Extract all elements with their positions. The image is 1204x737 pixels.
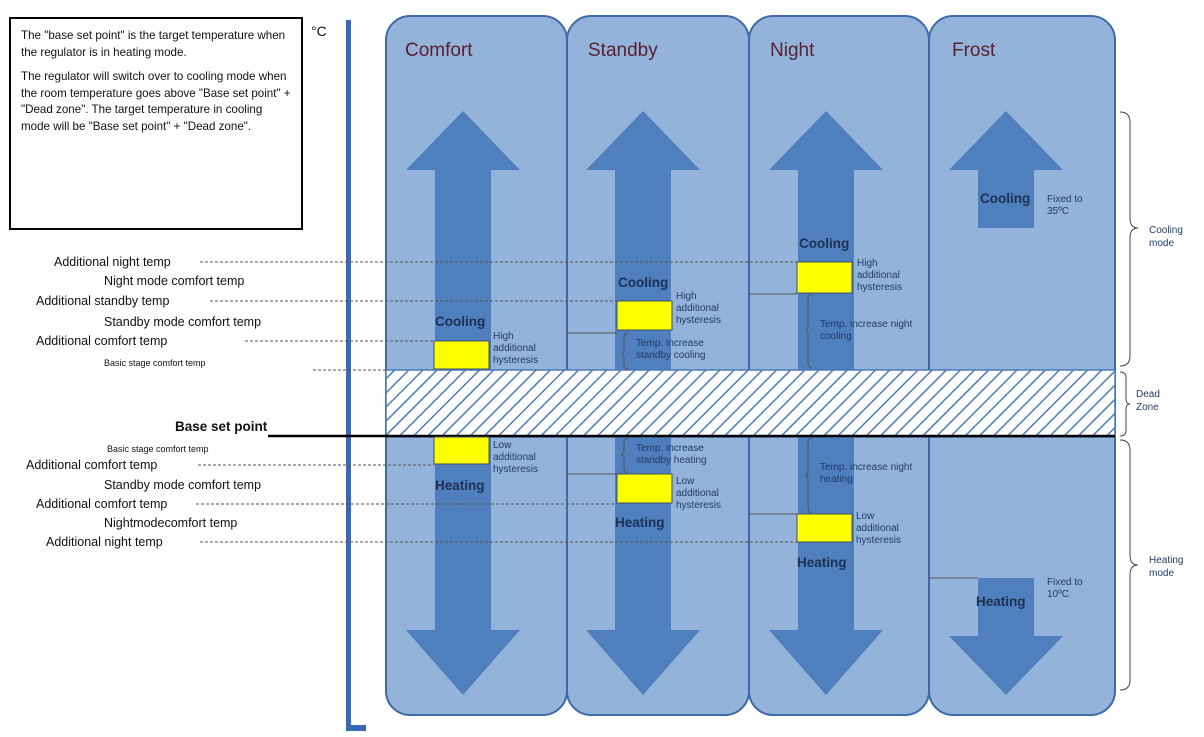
brace-standby-cooling bbox=[620, 332, 629, 370]
temperature-unit-label: °C bbox=[311, 23, 327, 39]
label-heat-basic-stage-comfort-temp: Basic stage comfort temp bbox=[107, 442, 210, 456]
label-cool-night-mode-comfort-temp: Night mode comfort temp bbox=[104, 274, 246, 288]
brace-standby-heating bbox=[620, 437, 629, 474]
annotation-night-cooling: Temp. increase night cooling bbox=[820, 319, 913, 342]
column-title-night: Night bbox=[770, 40, 815, 61]
column-title-standby: Standby bbox=[588, 40, 658, 61]
heating-label-standby: Heating bbox=[615, 515, 665, 530]
low-hysteresis-note-standby: Low additional hysteresis bbox=[676, 476, 722, 511]
hysteresis-box-night-heating bbox=[796, 513, 853, 543]
hysteresis-box-comfort-heating bbox=[433, 436, 490, 465]
brace-heating-mode bbox=[1119, 439, 1139, 691]
brace-dead-zone bbox=[1119, 371, 1131, 437]
annotation-frost-fixed-10: Fixed to 10ºC bbox=[1047, 577, 1083, 600]
brace-night-heating bbox=[804, 437, 813, 514]
label-heat-additional-night-temp: Additional night temp bbox=[46, 535, 164, 549]
cooling-label-frost: Cooling bbox=[980, 191, 1031, 206]
low-hysteresis-note-night: Low additional hysteresis bbox=[856, 511, 902, 546]
annotation-frost-fixed-35: Fixed to 35ºC bbox=[1047, 194, 1083, 217]
arrow-frost-down bbox=[949, 578, 1063, 695]
side-label-heating-mode: Heating mode bbox=[1149, 555, 1184, 579]
temperature-axis bbox=[346, 20, 351, 731]
heating-label-night: Heating bbox=[797, 555, 847, 570]
brace-cooling-mode bbox=[1119, 111, 1139, 367]
high-hysteresis-note-night: High additional hysteresis bbox=[857, 258, 903, 293]
hysteresis-box-comfort-cooling bbox=[433, 340, 490, 370]
label-heat-additional-comfort-temp: Additional comfort temp bbox=[26, 458, 159, 472]
arrow-frost-up bbox=[949, 111, 1063, 228]
hysteresis-box-standby-cooling bbox=[616, 300, 673, 331]
annotation-standby-cooling: Temp. increase standby cooling bbox=[636, 338, 706, 361]
label-heat-standby-mode-comfort-temp: Standby mode comfort temp bbox=[104, 478, 263, 492]
column-frost bbox=[928, 15, 1116, 716]
column-title-comfort: Comfort bbox=[405, 40, 473, 61]
label-heat-additional-comfort-temp-2: Additional comfort temp bbox=[36, 497, 169, 511]
hysteresis-box-standby-heating bbox=[616, 473, 673, 504]
high-hysteresis-note-comfort: High additional hysteresis bbox=[493, 331, 539, 366]
label-cool-additional-standby-temp: Additional standby temp bbox=[36, 294, 171, 308]
temperature-axis-foot bbox=[346, 725, 366, 731]
side-label-dead-zone: Dead Zone bbox=[1136, 389, 1160, 413]
cooling-label-comfort: Cooling bbox=[435, 314, 486, 329]
note-paragraph-1: The "base set point" is the target tempe… bbox=[21, 29, 286, 59]
annotation-night-heating: Temp. increase night heating bbox=[820, 462, 913, 485]
explanation-note: The "base set point" is the target tempe… bbox=[9, 17, 303, 230]
label-base-set-point: Base set point bbox=[175, 419, 269, 434]
annotation-standby-heating: Temp. increase standby heating bbox=[636, 443, 707, 466]
low-hysteresis-note-comfort: Low additional hysteresis bbox=[493, 440, 539, 475]
heating-label-frost: Heating bbox=[976, 594, 1026, 609]
label-cool-basic-stage-comfort-temp: Basic stage comfort temp bbox=[104, 356, 207, 370]
heating-label-comfort: Heating bbox=[435, 478, 485, 493]
side-label-cooling-mode: Cooling mode bbox=[1149, 225, 1183, 249]
note-paragraph-2: The regulator will switch over to coolin… bbox=[21, 70, 291, 133]
hysteresis-box-night-cooling bbox=[796, 261, 853, 294]
column-title-frost: Frost bbox=[952, 40, 996, 61]
label-cool-additional-night-temp: Additional night temp bbox=[54, 255, 172, 269]
cooling-label-night: Cooling bbox=[799, 236, 850, 251]
label-heat-night-mode-comfort-temp: Nightmodecomfort temp bbox=[104, 516, 239, 530]
dead-zone-band bbox=[385, 369, 1116, 438]
label-cool-standby-mode-comfort-temp: Standby mode comfort temp bbox=[104, 315, 263, 329]
label-cool-additional-comfort-temp: Additional comfort temp bbox=[36, 334, 169, 348]
brace-night-cooling bbox=[804, 293, 813, 369]
cooling-label-standby: Cooling bbox=[618, 275, 669, 290]
high-hysteresis-note-standby: High additional hysteresis bbox=[676, 291, 722, 326]
